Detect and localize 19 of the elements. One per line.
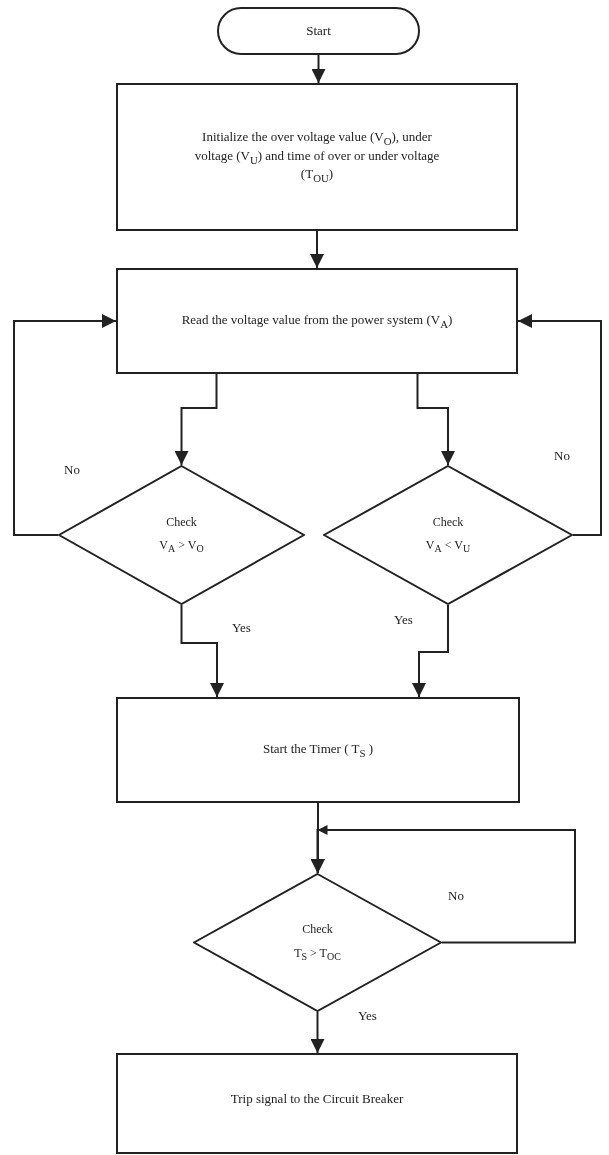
process-box [116,1053,518,1154]
condition-text: V$_{A}$ > V$_{O}$ [158,538,205,556]
step-text: Trip signal to the Circuit Breaker [229,1091,405,1108]
condition-text: V$_{A}$ < V$_{U}$ [424,538,472,556]
step-text: Initialize the over voltage value (V$_{O}$), under voltage (V$_{U}$) and time of over or under voltage (T$_{OU}$) [193,129,441,185]
process-box [116,697,520,803]
step-text: Start [305,22,332,40]
decision-diamond [58,465,305,605]
step-text: Start the Timer ( T$_{S}$ ) [261,740,375,760]
process-box [116,83,518,231]
condition-text: T$_{S}$ > T$_{OC}$ [293,945,342,963]
decision-label: Check [165,514,198,531]
decision-label: Check [431,514,465,531]
terminal-shape [217,7,420,55]
decision-diamond [193,873,442,1012]
decision-label: Check [301,922,334,938]
step-text: Read the voltage value from the power system (V$_{A}$) [180,311,454,331]
decision-diamond [323,465,573,605]
process-box [116,268,518,374]
